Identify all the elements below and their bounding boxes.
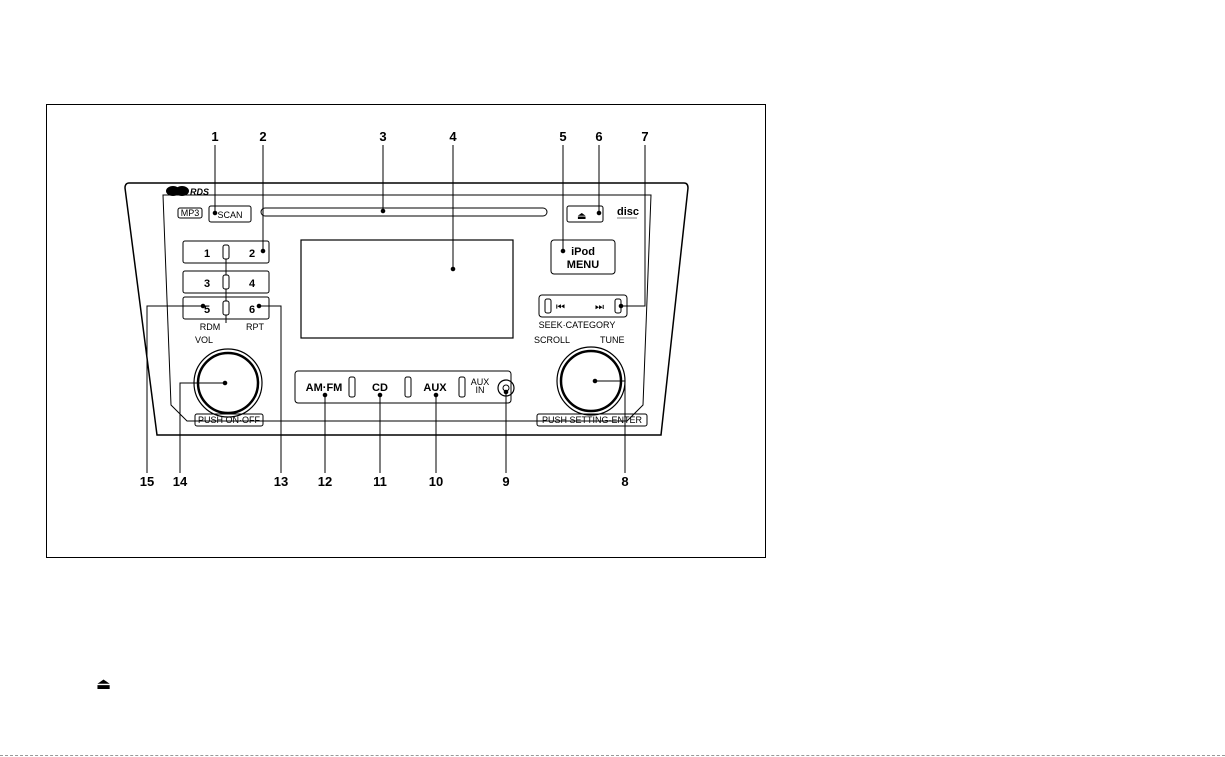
seek-button-housing: [539, 295, 627, 317]
preset-4-button[interactable]: 4: [249, 278, 256, 290]
callout-2: 2: [259, 129, 266, 144]
callout-9: 9: [502, 474, 509, 489]
eject-icon: ⏏: [96, 677, 111, 693]
svg-text:RDS: RDS: [190, 187, 209, 197]
rpt-label: RPT: [246, 322, 265, 332]
leader-dot-7: [619, 304, 623, 308]
callout-14: 14: [173, 474, 188, 489]
push-setting-enter-label: PUSH SETTING·ENTER: [542, 415, 643, 425]
leader-dot-12: [323, 393, 327, 397]
preset-divider: [223, 301, 229, 315]
callout-12: 12: [318, 474, 332, 489]
scan-button-label: SCAN: [217, 210, 242, 220]
preset-1-button[interactable]: 1: [204, 248, 210, 260]
preset-divider: [223, 245, 229, 259]
preset-divider: [223, 275, 229, 289]
callout-4: 4: [449, 129, 457, 144]
cd-slot[interactable]: [261, 208, 547, 216]
aux-in-label-2: IN: [476, 385, 485, 395]
leader-dot-10: [434, 393, 438, 397]
preset-3-button[interactable]: 3: [204, 278, 210, 290]
ipod-menu-label-2: MENU: [567, 259, 599, 271]
source-divider: [405, 377, 411, 397]
callout-3: 3: [379, 129, 386, 144]
leader-dot-9: [504, 390, 508, 394]
scroll-label: SCROLL: [534, 335, 570, 345]
leader-line-7: [621, 145, 645, 306]
leader-dot-4: [451, 267, 455, 271]
preset-buttons: 1 2 3 4 5 6 RDM RPT: [183, 241, 269, 332]
page-bottom-rule: [0, 755, 1225, 756]
leader-dot-6: [597, 211, 601, 215]
callout-10: 10: [429, 474, 443, 489]
leader-dot-8: [593, 379, 597, 383]
rdm-label: RDM: [200, 322, 221, 332]
leader-dot-1: [213, 211, 217, 215]
callout-15: 15: [140, 474, 154, 489]
push-on-off-label: PUSH ON·OFF: [198, 415, 261, 425]
callout-11: 11: [373, 474, 387, 489]
callout-8: 8: [621, 474, 628, 489]
leader-dot-11: [378, 393, 382, 397]
vol-label: VOL: [195, 335, 213, 345]
disc-logo: disc: [617, 206, 639, 218]
preset-2-button[interactable]: 2: [249, 248, 255, 260]
callout-13: 13: [274, 474, 288, 489]
faceplate-inner-outline: [163, 195, 651, 421]
callout-5: 5: [559, 129, 566, 144]
source-divider: [459, 377, 465, 397]
leader-line-8: [595, 381, 625, 473]
callout-1: 1: [211, 129, 218, 144]
leader-dot-5: [561, 249, 565, 253]
seek-divider: [545, 299, 551, 313]
eject-icon: ⏏: [577, 211, 586, 222]
leader-dot-2: [261, 249, 265, 253]
ipod-menu-label-1: iPod: [571, 246, 595, 258]
leader-dot-3: [381, 209, 385, 213]
source-divider: [349, 377, 355, 397]
seek-category-label: SEEK·CATEGORY: [539, 320, 616, 330]
seek-prev-icon[interactable]: ⏮: [556, 302, 565, 313]
aux-button[interactable]: AUX: [423, 382, 447, 394]
display-screen: [301, 240, 513, 338]
callout-7: 7: [641, 129, 648, 144]
preset-6-button[interactable]: 6: [249, 304, 255, 316]
seek-next-icon[interactable]: ⏭: [595, 302, 604, 313]
cd-button[interactable]: CD: [372, 382, 388, 394]
callout-6: 6: [595, 129, 602, 144]
radio-diagram: RDS MP3 SCAN ⏏ disc 1 2 3 4 5 6 RDM RPT …: [47, 105, 767, 559]
tune-label: TUNE: [600, 335, 625, 345]
am-fm-button[interactable]: AM·FM: [306, 382, 343, 394]
leader-dot-15: [201, 304, 205, 308]
mp3-badge: MP3: [181, 208, 200, 218]
leader-dot-13: [257, 304, 261, 308]
leader-dot-14: [223, 381, 227, 385]
figure-frame: RDS MP3 SCAN ⏏ disc 1 2 3 4 5 6 RDM RPT …: [46, 104, 766, 558]
